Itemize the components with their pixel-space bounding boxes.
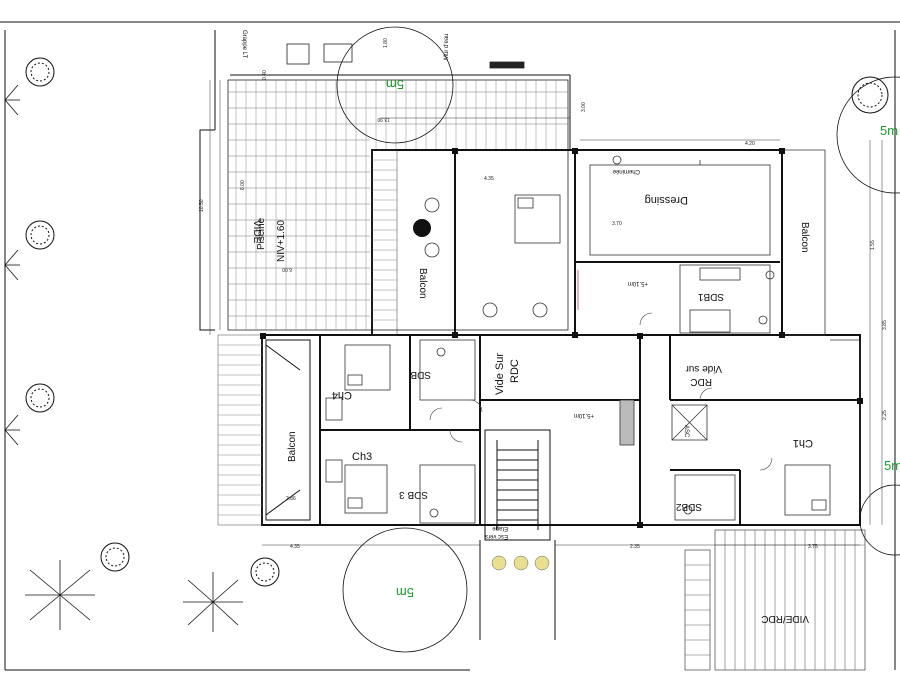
pool-level: NIV+1.60 (276, 220, 287, 262)
furniture (325, 155, 831, 518)
chair (482, 302, 498, 318)
balcony-left (265, 339, 311, 521)
room-label-vide-sur-rdc-right-2: RDC (690, 376, 712, 387)
tree-icon (25, 57, 55, 87)
flower-icon (534, 555, 550, 571)
bed-ch1 (784, 464, 831, 516)
room-label-vide-sur-rdc: Vide Sur (494, 353, 506, 395)
room-label-dressing: Dressing (645, 194, 688, 206)
dim-label: 4.35 (290, 544, 300, 550)
dim-label: 2.35 (630, 544, 640, 550)
dim-label: 2.86 (286, 496, 296, 502)
tree-icon (851, 76, 889, 114)
grappe-equipment (286, 43, 525, 69)
dim-label: 6.00 (282, 266, 292, 272)
dim-label: 4.20 (745, 141, 755, 147)
dimension-lines (209, 80, 883, 546)
room-label-vide-piscine: VIDE (251, 220, 262, 244)
room-label-ch1: Ch1 (793, 437, 813, 449)
tree-icon (250, 557, 280, 587)
shrub-icon (183, 572, 243, 632)
pool-area (227, 79, 569, 331)
room-label-ch4: Ch4 (332, 389, 352, 401)
dim-label: 10.50 (199, 199, 205, 212)
shrub-icon (4, 414, 20, 446)
room-label-asc: ASC (683, 425, 689, 438)
bed-ch4 (344, 344, 391, 391)
dim-label: 8.00 (240, 180, 246, 190)
bed-ch3 (344, 464, 388, 514)
dim-label: 3.00 (581, 102, 587, 112)
flower-symbols (491, 555, 550, 571)
tree-radius-label: 5m (396, 585, 414, 600)
tree-radius-label: 5m (880, 123, 898, 138)
level-label-2: +5.10m (628, 280, 648, 286)
staircase (479, 429, 556, 640)
dim-label: 4.35 (484, 176, 494, 182)
room-label-balcon-right: Balcon (799, 222, 810, 253)
building-thin-walls (419, 149, 861, 524)
structural-posts (260, 148, 863, 528)
shrub-icon (4, 84, 20, 116)
left-hatch (217, 334, 263, 526)
dim-label: 3.75 (808, 544, 818, 550)
tree-icon (25, 383, 55, 413)
dim-label: 1.55 (870, 240, 876, 250)
shrub-icon (25, 560, 95, 630)
radius-circles (336, 26, 900, 653)
bed-master (514, 194, 561, 244)
tree-radius-label: 5m (884, 458, 900, 473)
chair (424, 197, 440, 213)
flower-icon (491, 555, 507, 571)
room-label-balcon-left: Balcon (287, 431, 298, 462)
shrub-icon (4, 249, 20, 281)
dim-label: 1.80 (383, 38, 389, 48)
room-label-vide-rdc-bottom: VIDE/RDC (761, 613, 809, 624)
chair (424, 242, 440, 258)
door-swings (429, 312, 773, 471)
dim-label: 3.70 (612, 221, 622, 227)
grappe-label: Grappe LT (241, 30, 247, 59)
parcel-boundary (0, 21, 900, 671)
tree-icon (100, 542, 130, 572)
dim-label: 0.40 (262, 70, 268, 80)
mur-eau-label: Mur d'eau (444, 34, 450, 61)
tree-radius-label: 5m (386, 77, 404, 92)
room-label-sdb2: SDB2 (675, 501, 702, 512)
room-label-sdb1: SDB1 (697, 291, 724, 302)
tree-symbols (25, 57, 889, 587)
flower-icon (513, 555, 529, 571)
vide-rdc-hatch (684, 529, 866, 671)
stair-label-2: Etage (492, 525, 508, 531)
tree-icon (25, 220, 55, 250)
room-label-piscine: Piscine (256, 217, 267, 250)
chair (532, 302, 548, 318)
dim-label: 13.90 (377, 116, 390, 122)
balcony-top-hatch (371, 149, 398, 336)
room-label-vide-sur-rdc-right: Vide sur (685, 363, 722, 374)
dim-label: 3.85 (882, 320, 888, 330)
stair-label: Esc vers (485, 533, 508, 539)
cheminee-label: Cheminée (612, 168, 640, 174)
room-label-sdb3: SDB 3 (399, 489, 428, 500)
room-label-vide-sur-rdc-2: RDC (509, 359, 521, 383)
column-black (413, 219, 431, 237)
level-label-1: +5.10m (574, 412, 594, 418)
dim-label: 2.25 (882, 410, 888, 420)
room-label-sdb: SDB (410, 369, 431, 380)
room-label-balcon-top: Balcon (417, 268, 428, 299)
shrub-symbols (4, 84, 243, 632)
room-label-ch3: Ch3 (352, 451, 372, 463)
